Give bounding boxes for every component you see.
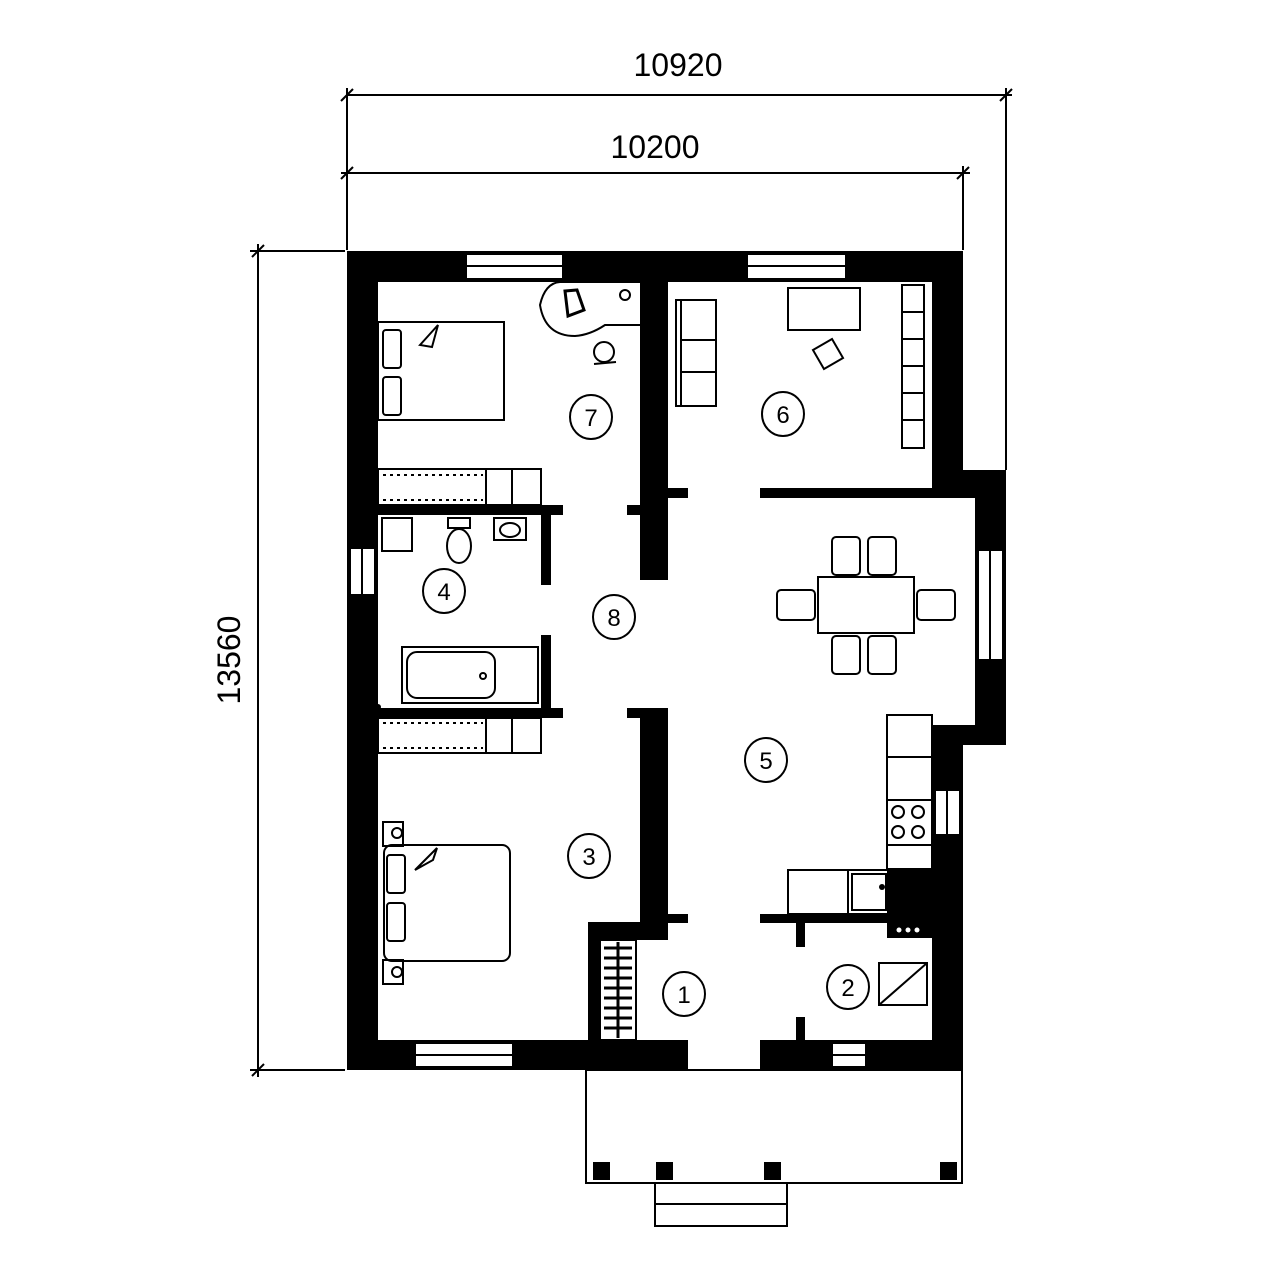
window bbox=[465, 253, 564, 280]
wall-width-label: 10200 bbox=[611, 129, 700, 165]
svg-text:7: 7 bbox=[584, 405, 597, 432]
svg-text:1: 1 bbox=[677, 982, 690, 1009]
entry-closet bbox=[599, 939, 637, 1041]
dimension-wall-width: 10200 bbox=[340, 129, 970, 250]
svg-text:4: 4 bbox=[437, 579, 450, 606]
vent-dots bbox=[896, 927, 920, 933]
exterior-walls bbox=[347, 251, 1006, 1070]
room-label-4: 4 bbox=[422, 568, 466, 614]
window bbox=[934, 789, 961, 836]
kitchen-counter bbox=[787, 714, 933, 915]
dining-table bbox=[776, 536, 956, 675]
column bbox=[940, 1162, 957, 1180]
room-label-7: 7 bbox=[569, 394, 613, 440]
room-label-6: 6 bbox=[761, 391, 805, 437]
svg-text:3: 3 bbox=[582, 844, 595, 871]
overall-width-label: 10920 bbox=[634, 47, 723, 83]
room-label-3: 3 bbox=[567, 833, 611, 879]
window bbox=[414, 1042, 514, 1068]
desk bbox=[787, 287, 861, 331]
porch bbox=[585, 1069, 963, 1184]
room-label-8: 8 bbox=[592, 594, 636, 640]
interior-walls bbox=[378, 282, 975, 1040]
double-bed bbox=[382, 821, 511, 985]
svg-text:2: 2 bbox=[841, 975, 854, 1002]
window bbox=[746, 253, 847, 280]
dimension-overall-depth: 13560 bbox=[211, 244, 345, 1077]
toilet-icon bbox=[446, 517, 472, 564]
office-chair bbox=[811, 337, 845, 371]
stove-icon bbox=[891, 805, 925, 839]
svg-text:6: 6 bbox=[776, 402, 789, 429]
windows bbox=[349, 253, 1004, 1068]
room-label-1: 1 bbox=[662, 971, 706, 1017]
column bbox=[764, 1162, 781, 1180]
boiler-icon bbox=[878, 962, 928, 1006]
chair bbox=[593, 341, 617, 365]
kitchen-sink-icon bbox=[851, 873, 887, 911]
svg-text:5: 5 bbox=[759, 748, 772, 775]
room-label-5: 5 bbox=[744, 737, 788, 783]
floor-drain bbox=[375, 704, 381, 710]
wardrobe bbox=[377, 717, 542, 754]
sink-icon bbox=[493, 517, 527, 541]
svg-text:8: 8 bbox=[607, 605, 620, 632]
column bbox=[656, 1162, 673, 1180]
wardrobe bbox=[377, 468, 542, 506]
cabinet bbox=[381, 517, 413, 552]
room-label-2: 2 bbox=[826, 964, 870, 1010]
entry-steps bbox=[654, 1182, 788, 1227]
sofa bbox=[675, 299, 717, 407]
window bbox=[977, 549, 1004, 661]
window bbox=[349, 547, 376, 596]
bookshelf bbox=[901, 284, 925, 449]
bathtub-icon bbox=[401, 646, 539, 704]
dimension-overall-width: 10920 bbox=[340, 47, 1013, 470]
overall-depth-label: 13560 bbox=[211, 616, 247, 705]
dressing-table bbox=[538, 281, 640, 338]
double-bed bbox=[377, 321, 505, 421]
window bbox=[831, 1042, 867, 1068]
column bbox=[593, 1162, 610, 1180]
